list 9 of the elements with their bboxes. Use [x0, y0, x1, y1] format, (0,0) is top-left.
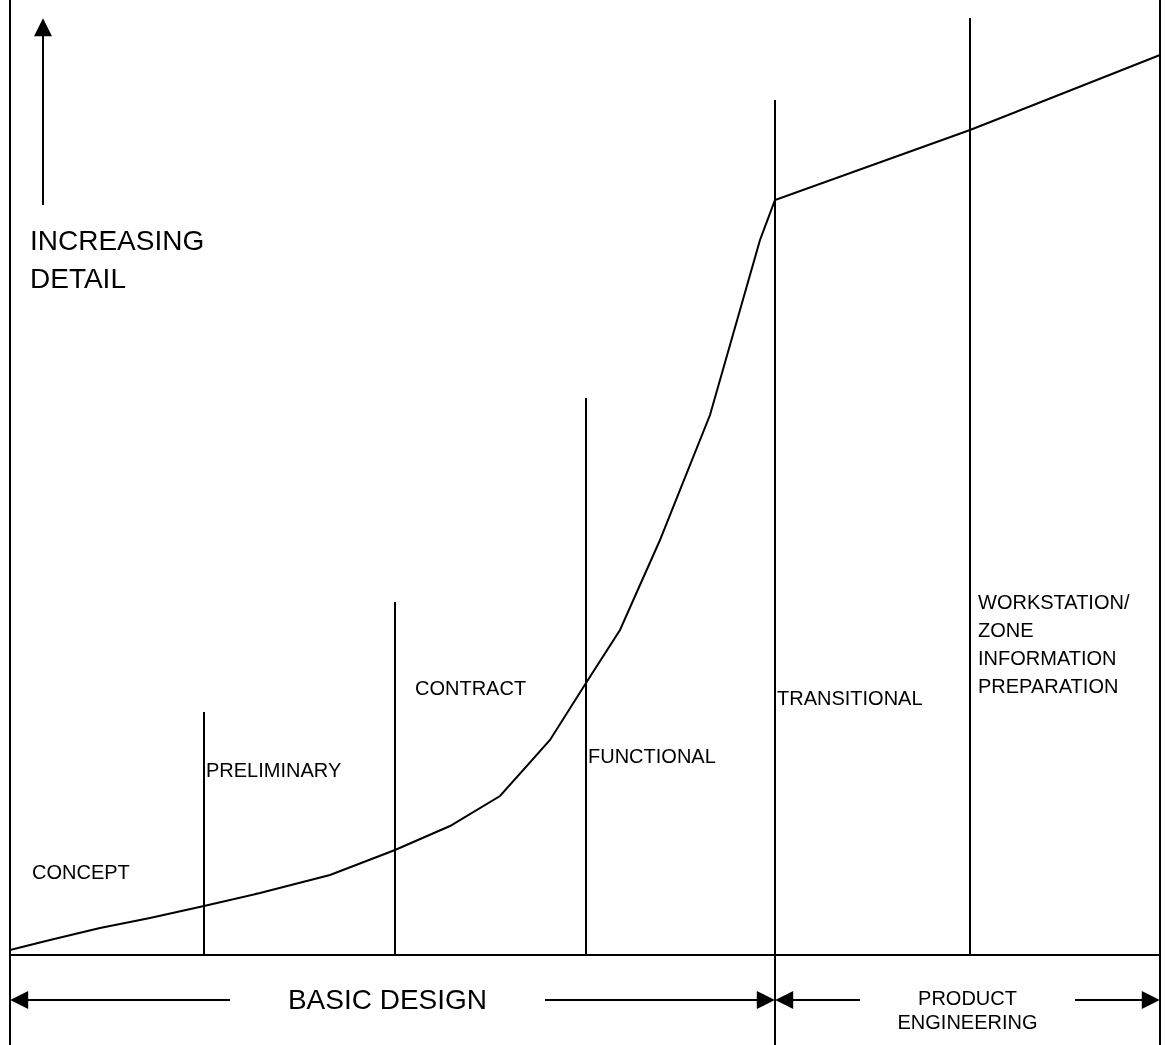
- span-label: PRODUCT ENGINEERING: [896, 986, 1039, 1034]
- phase-label: FUNCTIONAL: [588, 744, 716, 769]
- phase-label: PRELIMINARY: [206, 758, 342, 783]
- phase-label: WORKSTATION/ ZONE INFORMATION PREPARATION: [978, 590, 1131, 699]
- span-label: BASIC DESIGN: [286, 983, 489, 1017]
- phase-label: CONTRACT: [415, 676, 527, 701]
- axis-label: INCREASING DETAIL: [30, 224, 206, 296]
- phase-label: CONCEPT: [32, 860, 130, 885]
- phase-label: TRANSITIONAL: [777, 686, 923, 711]
